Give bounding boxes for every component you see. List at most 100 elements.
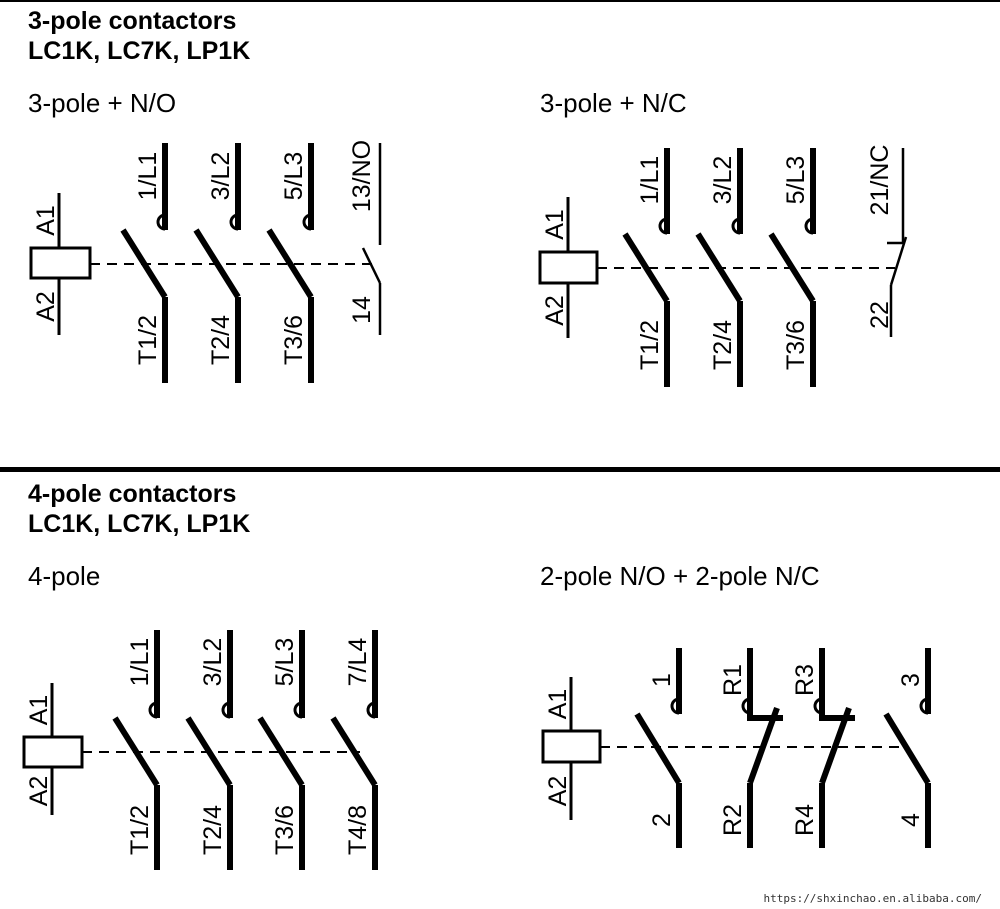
section-divider xyxy=(0,467,1000,472)
terminal-label-line: 21/NC xyxy=(866,145,894,216)
contact-hook xyxy=(670,697,680,715)
contact-blade-open xyxy=(330,716,378,787)
contact-blade-open xyxy=(257,716,305,787)
contact-blade-open xyxy=(193,228,241,299)
contact-hook xyxy=(731,217,741,235)
coil-label-a1: A1 xyxy=(541,209,569,240)
coil-label-a2: A2 xyxy=(32,291,60,322)
terminal-label-line: 1 xyxy=(648,673,676,687)
contact-hook xyxy=(229,213,239,231)
contact-blade-open xyxy=(883,712,931,785)
terminal-label-line: 3/L2 xyxy=(709,156,737,205)
contact-blade-open xyxy=(185,716,233,787)
contact-pole: 21/NC 22 xyxy=(866,145,908,337)
contact-blade-open xyxy=(768,232,816,303)
contact-hook xyxy=(366,701,376,719)
contact-blade-closed xyxy=(747,706,780,785)
contact-hook xyxy=(658,217,668,235)
contact-pole: 12 xyxy=(634,648,682,848)
terminal-label-line: 3/L2 xyxy=(199,638,227,687)
watermark: https://shxinchao.en.alibaba.com/ xyxy=(763,892,982,905)
diagram-caption: 3-pole + N/C xyxy=(540,88,687,118)
terminal-label-load: T4/8 xyxy=(344,805,372,855)
section-title: 3-pole contactors LC1K, LC7K, LP1K xyxy=(28,6,250,66)
terminal-label-load: R2 xyxy=(719,804,747,836)
terminal-label-line: 1/L1 xyxy=(134,152,162,201)
contact-hook xyxy=(302,213,312,231)
coil-symbol xyxy=(538,250,599,285)
coil-symbol xyxy=(29,246,92,280)
terminal-label-load: 2 xyxy=(648,813,676,827)
coil-symbol xyxy=(22,735,84,769)
coil-label-a2: A2 xyxy=(25,776,53,807)
terminal-label-line: 7/L4 xyxy=(344,638,372,687)
terminal-label-load: T2/4 xyxy=(199,805,227,855)
contact-hook xyxy=(156,213,166,231)
diagram-caption: 2-pole N/O + 2-pole N/C xyxy=(540,561,820,591)
terminal-label-load: T3/6 xyxy=(271,805,299,855)
section-title-line2: LC1K, LC7K, LP1K xyxy=(28,37,251,65)
terminal-label-line: 5/L3 xyxy=(782,156,810,205)
top-rule xyxy=(0,0,1000,2)
contact-blade-open xyxy=(695,232,743,303)
section-title-line1: 3-pole contactors xyxy=(28,7,237,35)
section-title: 4-pole contactors LC1K, LC7K, LP1K xyxy=(28,479,250,539)
terminal-label-line: 13/NO xyxy=(348,140,376,212)
contact-blade-closed xyxy=(819,706,852,785)
section-title-line1: 4-pole contactors xyxy=(28,480,237,508)
contact-hook xyxy=(148,701,158,719)
contact-blade-open xyxy=(266,228,314,299)
diagram-caption: 3-pole + N/O xyxy=(28,88,177,118)
terminal-label-load: T1/2 xyxy=(134,315,162,365)
contact-blade-open xyxy=(112,716,160,787)
terminal-label-load: T2/4 xyxy=(207,315,235,365)
terminal-label-line: R1 xyxy=(719,664,747,696)
contact-blade-open xyxy=(120,228,168,299)
coil-label-a2: A2 xyxy=(541,295,569,326)
terminal-label-load: 22 xyxy=(866,301,894,329)
contact-pole: 34 xyxy=(883,648,931,848)
coil-label-a1: A1 xyxy=(32,205,60,236)
terminal-label-load: R4 xyxy=(791,804,819,836)
diagram-caption: 4-pole xyxy=(28,561,101,591)
terminal-label-line: 5/L3 xyxy=(271,638,299,687)
contact-hook xyxy=(293,701,303,719)
coil-label-a1: A1 xyxy=(25,695,53,726)
terminal-label-line: 1/L1 xyxy=(636,156,664,205)
terminal-label-line: 5/L3 xyxy=(280,152,308,201)
terminal-label-load: T3/6 xyxy=(280,315,308,365)
contact-blade-open xyxy=(622,232,670,303)
contact-hook xyxy=(813,697,823,715)
terminal-label-load: T1/2 xyxy=(636,320,664,370)
contact-hook xyxy=(741,697,751,715)
terminal-label-load: T2/4 xyxy=(709,320,737,370)
terminal-label-load: 14 xyxy=(348,296,376,324)
contact-blade-open xyxy=(634,712,682,785)
aux-blade-closed xyxy=(889,236,908,286)
terminal-label-load: T3/6 xyxy=(782,320,810,370)
contact-pole: 13/NO 14 xyxy=(348,140,382,335)
terminal-label-line: 3/L2 xyxy=(207,152,235,201)
aux-blade-open xyxy=(361,247,382,284)
terminal-label-line: R3 xyxy=(791,664,819,696)
terminal-label-line: 3 xyxy=(897,673,925,687)
terminal-label-line: 1/L1 xyxy=(126,638,154,687)
coil-label-a1: A1 xyxy=(544,689,572,720)
contact-hook xyxy=(804,217,814,235)
contact-hook xyxy=(221,701,231,719)
